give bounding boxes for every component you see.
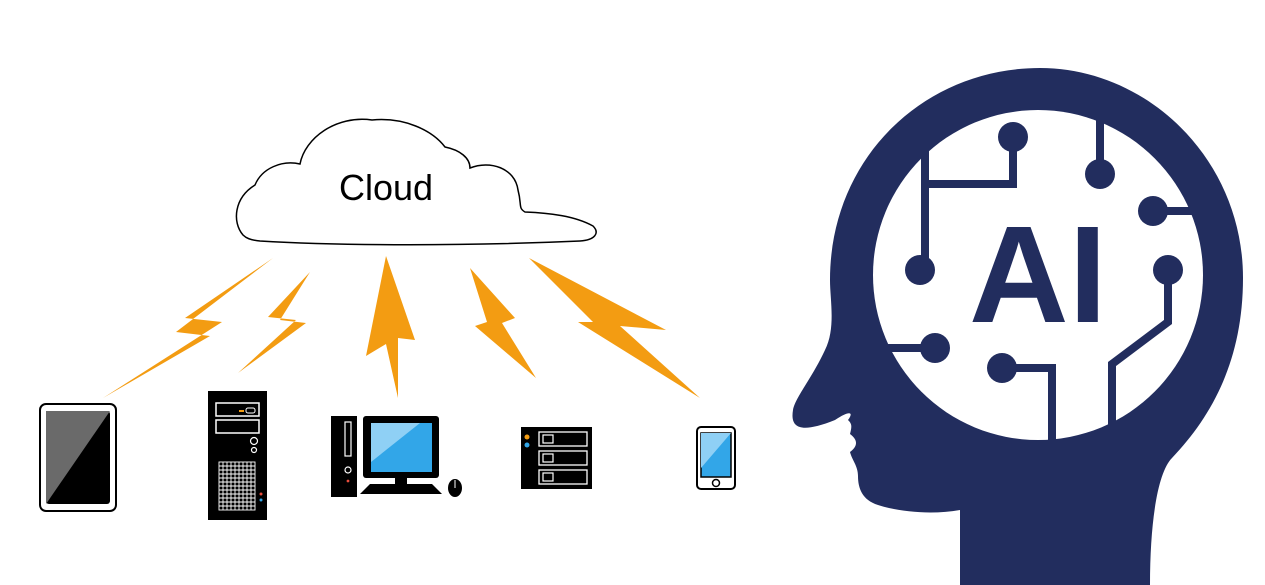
connection-bolts	[103, 256, 700, 398]
smartphone-icon	[696, 426, 736, 490]
cloud: Cloud	[235, 118, 597, 246]
cloud-label: Cloud	[339, 167, 433, 208]
nas-storage-icon	[521, 427, 592, 489]
circuit-nodes	[905, 122, 1183, 383]
cloud-shape	[235, 118, 597, 246]
tower-vent-grid	[218, 461, 256, 511]
desktop-computer-icon	[331, 416, 462, 497]
tower-server-icon	[208, 391, 267, 520]
lightning-bolt-icon	[529, 258, 700, 398]
circuit-traces	[881, 106, 1209, 449]
lightning-bolt-icon	[238, 272, 310, 373]
ai-head-icon: AI	[792, 68, 1243, 585]
tablet-icon	[39, 403, 117, 512]
lightning-bolt-icon	[103, 258, 273, 398]
lightning-bolt-icon	[366, 256, 415, 398]
ai-label: AI	[969, 198, 1107, 352]
lightning-bolt-icon	[470, 268, 536, 378]
